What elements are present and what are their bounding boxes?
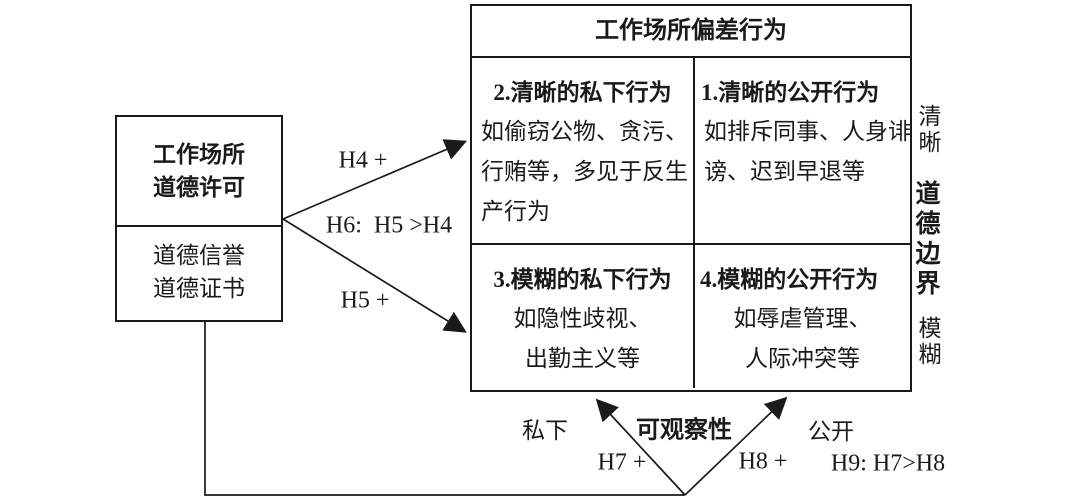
axis-clear-label: 清晰: [915, 104, 940, 156]
quadrant-1-title: 1.清晰的公开行为: [701, 80, 880, 105]
arrow-h8: [684, 396, 788, 496]
hypothesis-h4-label: H4 +: [338, 147, 388, 174]
quadrant-3-line: 如隐性歧视、: [513, 306, 652, 331]
quadrant-2-title: 2.清晰的私下行为: [493, 80, 672, 105]
hypothesis-h9-label: H9: H7>H8: [830, 450, 946, 477]
moral-license-box: 工作场所 道德许可 道德信誉 道德证书: [115, 115, 283, 322]
hypothesis-h8-label: H8 +: [738, 448, 788, 475]
axis-ambiguous-label: 模糊: [915, 316, 940, 368]
quadrant-clear-private: 2.清晰的私下行为 如偷窃公物、贪污、 行贿等，多见于反生 产行为: [472, 58, 695, 245]
quadrant-4-line: 人际冲突等: [745, 346, 860, 371]
arrow-h5: [282, 218, 467, 333]
arrow-h4: [282, 139, 468, 220]
quadrant-3-title: 3.模糊的私下行为: [493, 267, 672, 292]
axis-observability-label: 可观察性: [636, 417, 732, 444]
quadrant-ambiguous-private: 3.模糊的私下行为 如隐性歧视、 出勤主义等: [472, 245, 695, 388]
hypothesis-h7-label: H7 +: [597, 449, 647, 476]
quadrant-4-title: 4.模糊的公开行为: [700, 267, 879, 292]
connector-bottom-elbow: [204, 322, 685, 496]
quadrant-2-line: 产行为: [481, 199, 550, 224]
moral-credit-label: 道德信誉: [153, 243, 245, 268]
hypothesis-h5-label: H5 +: [340, 287, 390, 314]
axis-public-label: 公开: [808, 419, 854, 444]
matrix-header: 工作场所偏差行为: [472, 6, 910, 58]
moral-credential-label: 道德证书: [153, 276, 245, 301]
axis-private-label: 私下: [522, 418, 568, 443]
matrix-quadrants: 2.清晰的私下行为 如偷窃公物、贪污、 行贿等，多见于反生 产行为 1.清晰的公…: [472, 58, 910, 388]
hypothesis-h6-label: H6: H5 >H4: [325, 212, 453, 239]
quadrant-4-line: 如辱虐管理、: [733, 306, 872, 331]
quadrant-1-line: 谤、迟到早退等: [704, 159, 865, 184]
quadrant-ambiguous-public: 4.模糊的公开行为 如辱虐管理、 人际冲突等: [695, 245, 910, 388]
deviance-matrix-box: 工作场所偏差行为 2.清晰的私下行为 如偷窃公物、贪污、 行贿等，多见于反生 产…: [470, 4, 912, 392]
quadrant-2-line: 行贿等，多见于反生: [481, 159, 688, 184]
moral-license-title-line1: 工作场所: [153, 142, 245, 167]
quadrant-3-line: 出勤主义等: [525, 346, 640, 371]
arrow-h7: [595, 398, 686, 496]
moral-license-title-line2: 道德许可: [153, 175, 245, 200]
quadrant-clear-public: 1.清晰的公开行为 如排斥同事、人身诽 谤、迟到早退等: [695, 58, 910, 245]
quadrant-1-line: 如排斥同事、人身诽: [704, 119, 910, 144]
quadrant-2-line: 如偷窃公物、贪污、: [481, 119, 688, 144]
moral-license-title: 工作场所 道德许可: [117, 117, 281, 227]
axis-moral-boundary-label: 道德边界: [912, 180, 939, 300]
moral-license-sub: 道德信誉 道德证书: [117, 227, 281, 305]
